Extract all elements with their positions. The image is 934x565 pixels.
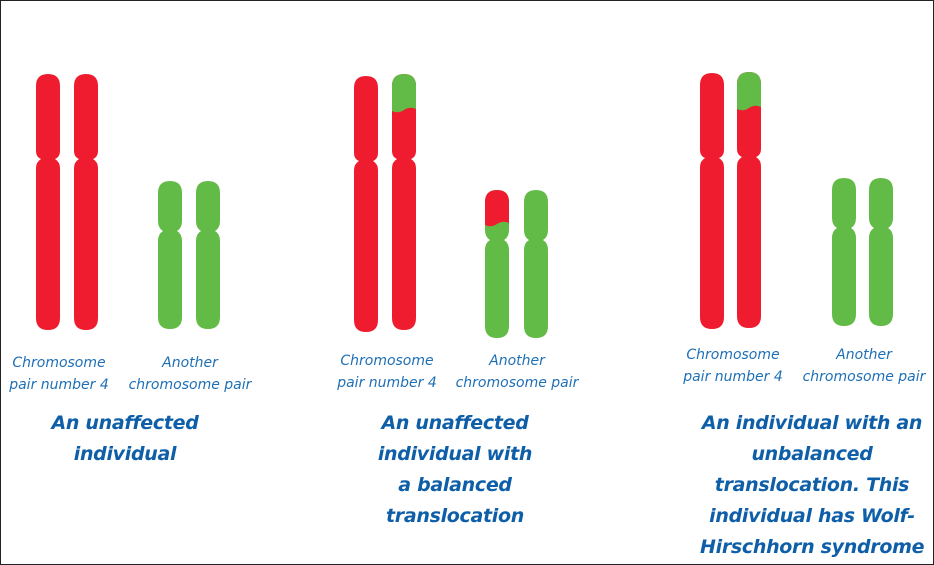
other-chromosome-a [158,181,182,329]
chromosome-pair-4-label: Chromosome pair number 4 [683,347,783,385]
chromosome-4-a [354,76,378,332]
chromosome-4-translocated [392,74,416,330]
chromosome-4-a [36,74,60,330]
other-chromosome-translocated [485,190,509,338]
chromosome-pair-4-label: Chromosome pair number 4 [9,355,109,393]
panel-2-chromosomes [354,74,548,338]
another-chromosome-pair-label: Another chromosome pair [128,355,252,393]
panel-3-caption: An individual with an unbalanced translo… [700,412,925,558]
other-chromosome-b [869,178,893,326]
chromosome-4-translocated [737,72,761,328]
other-chromosome-b [196,181,220,329]
other-chromosome-b [524,190,548,338]
panel-3-chromosomes [700,72,893,329]
panel-2-caption: An unaffected individual with a balanced… [377,412,533,527]
chromosome-4-b [74,74,98,330]
chromosome-pair-4-label: Chromosome pair number 4 [337,353,437,391]
another-chromosome-pair-label: Another chromosome pair [455,353,579,391]
panel-1-caption: An unaffected individual [51,412,199,465]
panel-1-chromosomes [36,74,220,330]
another-chromosome-pair-label: Another chromosome pair [802,347,926,385]
chromosome-4-a [700,73,724,329]
other-chromosome-a [832,178,856,326]
